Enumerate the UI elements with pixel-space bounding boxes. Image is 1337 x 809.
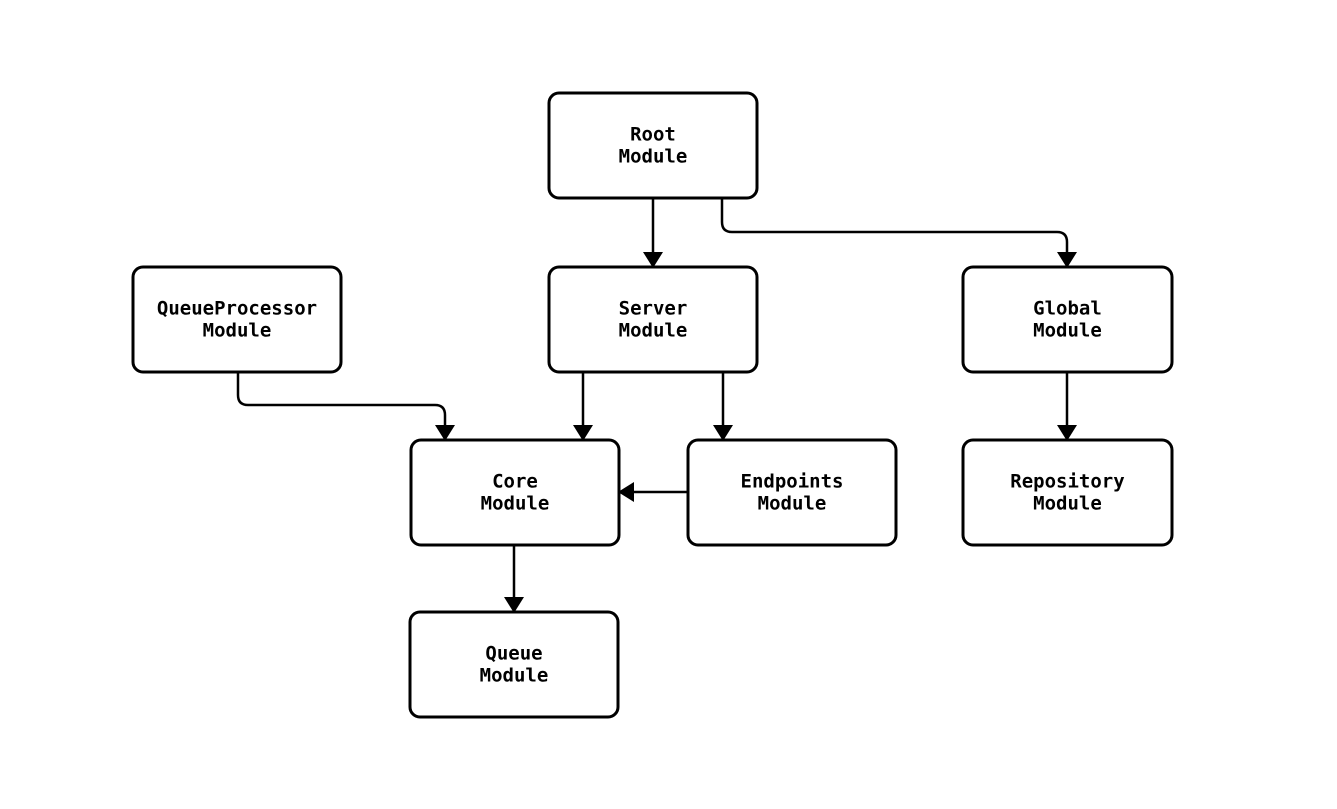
node-box-repository <box>961 438 1174 547</box>
edges-layer <box>236 198 1077 613</box>
edge-queueprocessor-to-core <box>236 372 455 441</box>
node-box-endpoints <box>686 438 898 547</box>
node-box-core <box>409 438 621 547</box>
edge-root-to-global <box>720 198 1077 268</box>
node-box-queueprocessor <box>131 265 343 374</box>
node-box-server <box>547 265 759 374</box>
node-box-global <box>961 265 1174 374</box>
node-box-root <box>547 91 759 200</box>
node-box-queue <box>408 610 620 719</box>
